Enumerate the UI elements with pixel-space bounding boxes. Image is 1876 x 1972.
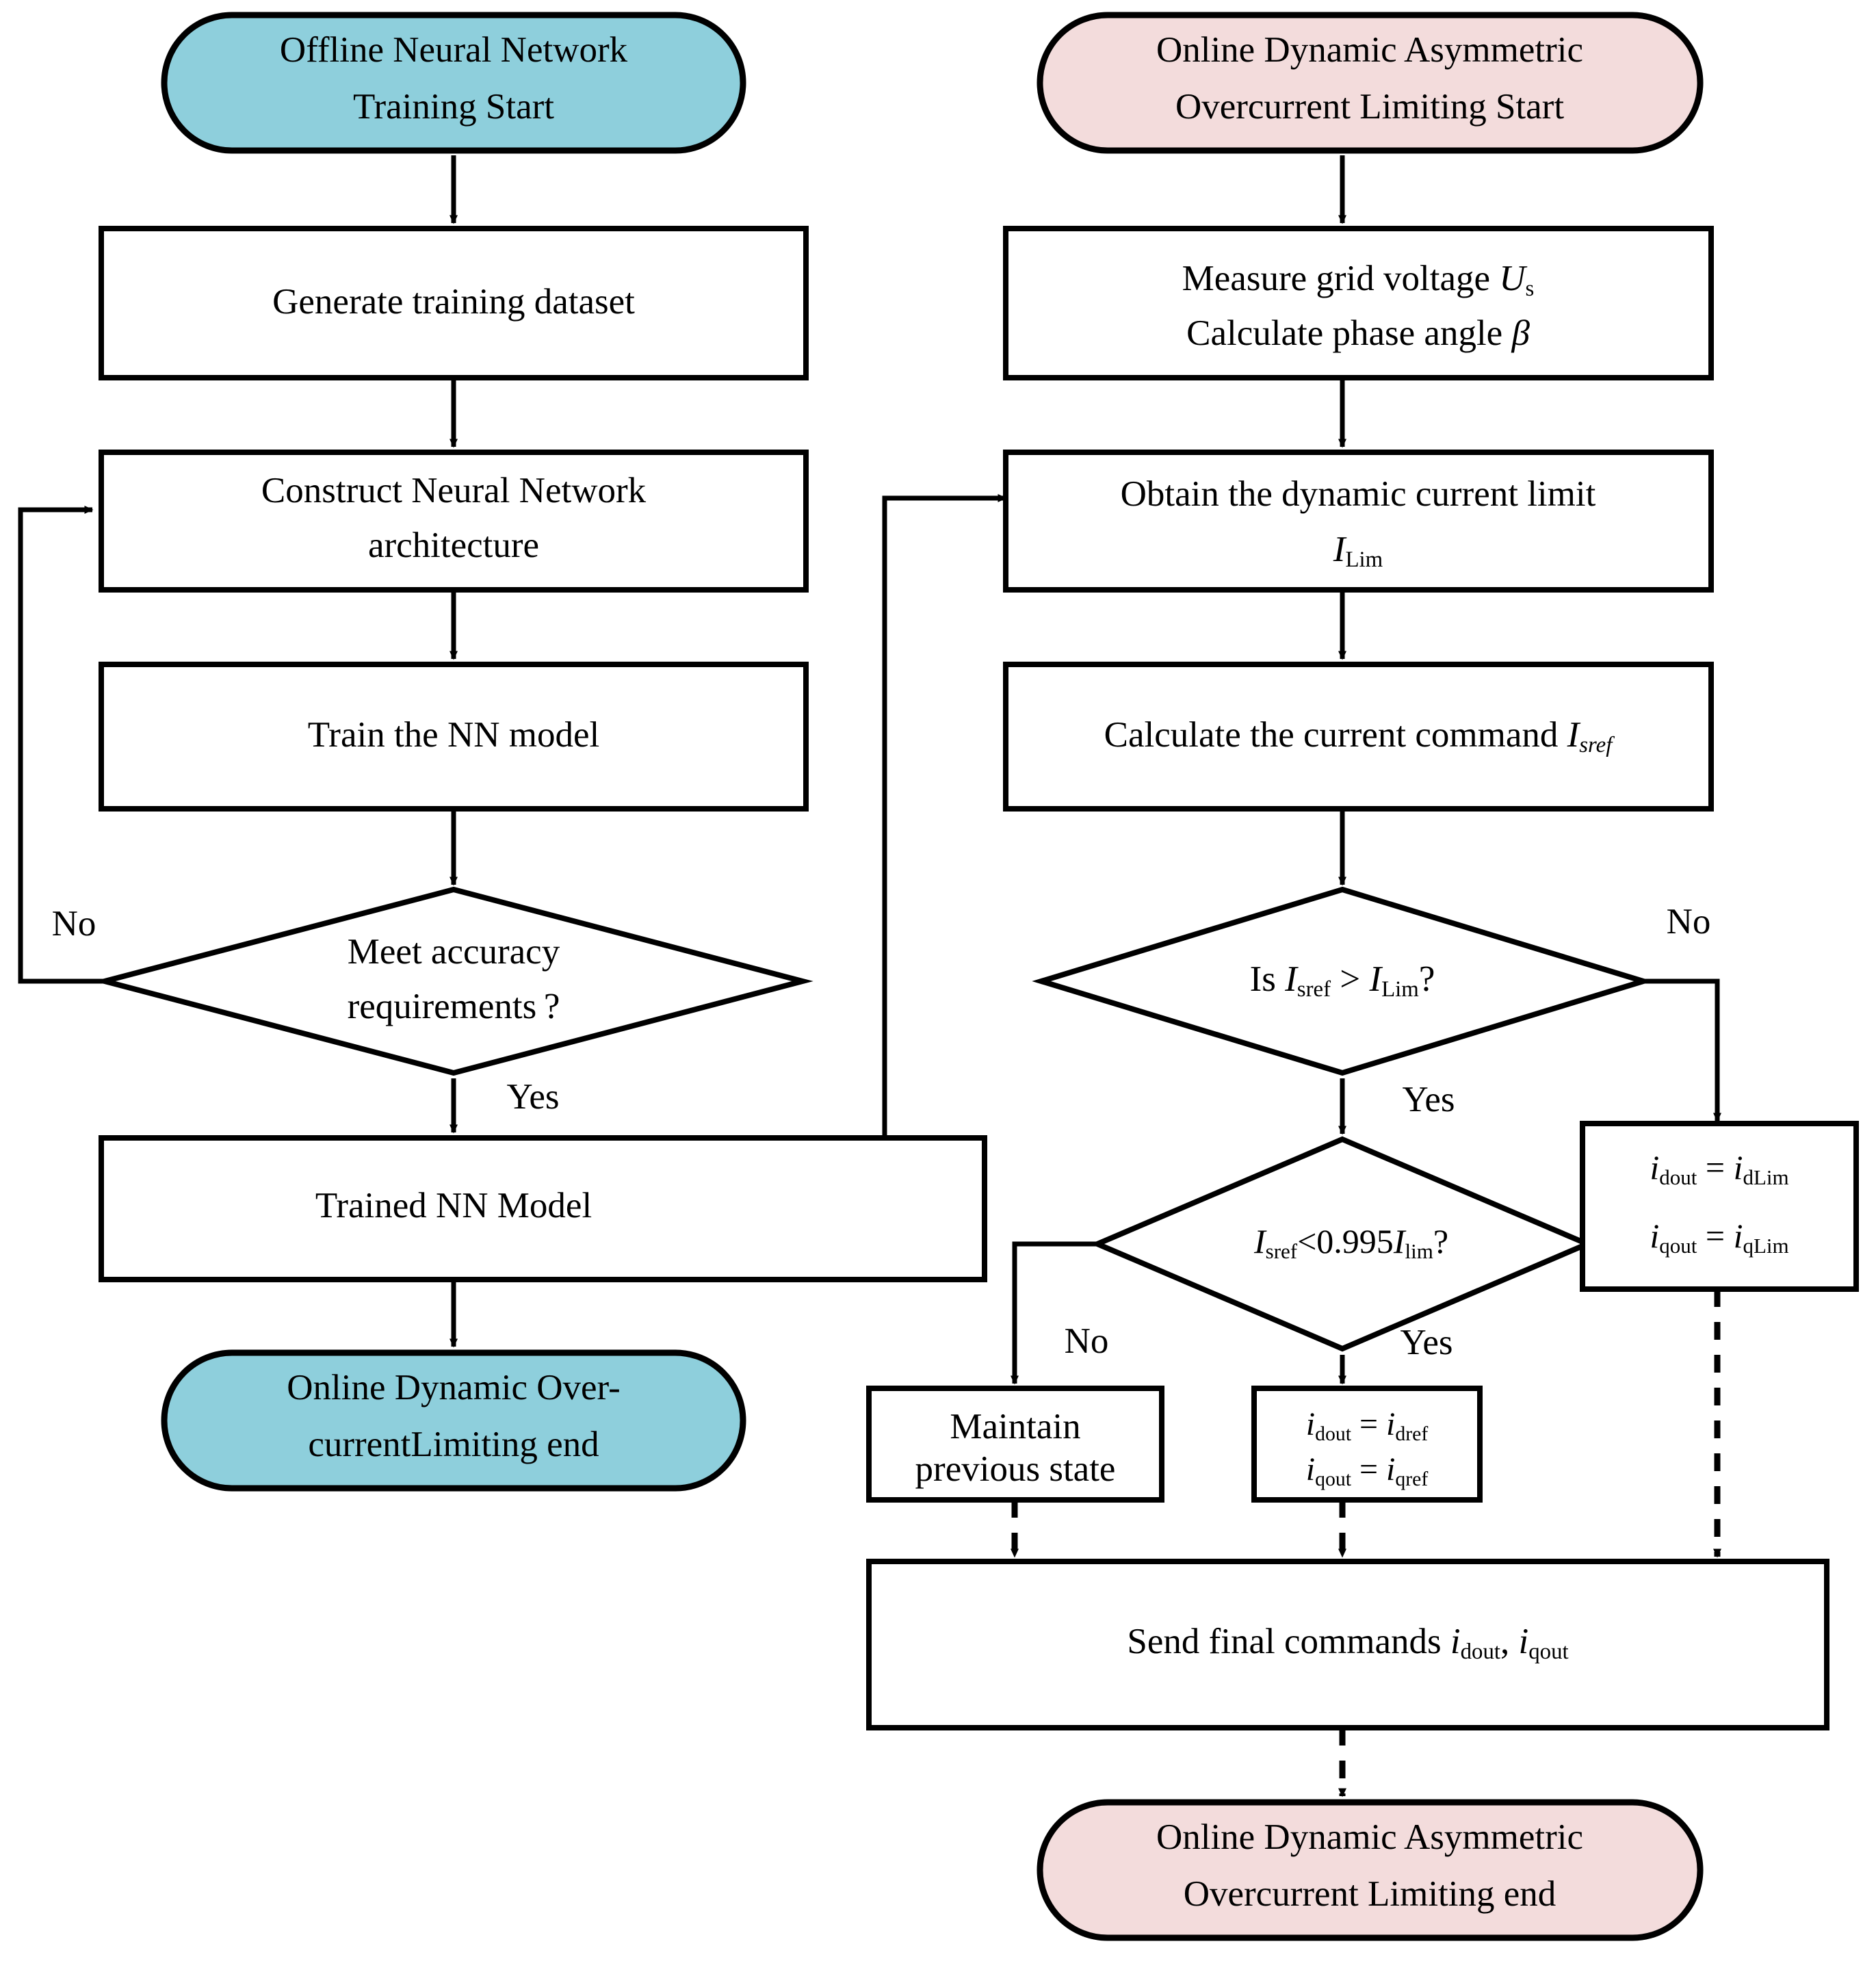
- node-send-final[interactable]: Send final commands idout, iqout: [866, 1559, 1829, 1730]
- node-generate-dataset[interactable]: Generate training dataset: [99, 226, 809, 380]
- ref-assign-line2: iqout = iqref: [1306, 1451, 1429, 1490]
- label-no-decision1: No: [1667, 902, 1711, 942]
- node-offline-training-start[interactable]: Offline Neural Network Training Start: [161, 12, 746, 154]
- limit-assign-line1: idout = idLim: [1650, 1148, 1788, 1189]
- node-offline-end[interactable]: Online Dynamic Over- currentLimiting end: [161, 1349, 746, 1492]
- construct-nn-line1: Construct Neural Network: [261, 471, 647, 510]
- label-yes-accuracy: Yes: [506, 1077, 559, 1117]
- obtain-limit-line2: ILim: [1333, 530, 1383, 571]
- maintain-line2: previous state: [915, 1449, 1116, 1489]
- online-end-line2: Overcurrent Limiting end: [1184, 1874, 1556, 1914]
- limit-assign-line2: iqout = iqLim: [1650, 1217, 1788, 1258]
- node-decision-accuracy[interactable]: Meet accuracy requirements ?: [94, 886, 813, 1076]
- measure-line2: Calculate phase angle β: [1186, 313, 1530, 353]
- send-final-label: Send final commands idout, iqout: [1127, 1622, 1568, 1663]
- online-start-line1: Online Dynamic Asymmetric: [1156, 30, 1583, 70]
- edge-decision-no-feedback: [18, 506, 105, 984]
- edge-trained-to-obtain: [882, 494, 1007, 1210]
- node-measure-voltage[interactable]: Measure grid voltage Us Calculate phase …: [1003, 226, 1714, 380]
- maintain-line1: Maintain: [950, 1407, 1080, 1446]
- node-ref-assign[interactable]: idout = idref iqout = iqref: [1251, 1386, 1483, 1503]
- online-start-line2: Overcurrent Limiting Start: [1175, 87, 1564, 127]
- node-trained-model[interactable]: Trained NN Model: [99, 1135, 987, 1282]
- measure-line1: Measure grid voltage Us: [1182, 259, 1535, 300]
- label-yes-decision1: Yes: [1402, 1080, 1455, 1119]
- online-end-line1: Online Dynamic Asymmetric: [1156, 1817, 1583, 1857]
- node-online-end[interactable]: Online Dynamic Asymmetric Overcurrent Li…: [1037, 1799, 1704, 1941]
- ref-assign-line1: idout = idref: [1306, 1406, 1429, 1445]
- offline-end-line1: Online Dynamic Over-: [287, 1368, 621, 1407]
- label-no-accuracy: No: [52, 904, 96, 944]
- decision1-label: Is Isref > ILim?: [1250, 959, 1435, 1001]
- node-construct-nn[interactable]: Construct Neural Network architecture: [99, 450, 809, 593]
- node-online-start[interactable]: Online Dynamic Asymmetric Overcurrent Li…: [1037, 12, 1704, 154]
- construct-nn-line2: architecture: [368, 526, 539, 565]
- offline-end-line2: currentLimiting end: [308, 1425, 599, 1464]
- label-yes-decision2: Yes: [1400, 1323, 1452, 1362]
- node-obtain-limit[interactable]: Obtain the dynamic current limit ILim: [1003, 450, 1714, 593]
- trained-model-label: Trained NN Model: [315, 1186, 592, 1225]
- node-calculate-command[interactable]: Calculate the current command Isref: [1003, 662, 1714, 812]
- node-decision-0995[interactable]: Isref<0.995Ilim?: [1090, 1136, 1595, 1352]
- offline-start-line1: Offline Neural Network: [280, 30, 628, 70]
- calculate-command-label: Calculate the current command Isref: [1104, 715, 1615, 757]
- edge-group-dashed: [1011, 1289, 1721, 1798]
- node-decision-is-greater[interactable]: Is Isref > ILim?: [1032, 886, 1653, 1076]
- edge-decision1-no-to-limitbox: [1643, 978, 1721, 1122]
- obtain-limit-line1: Obtain the dynamic current limit: [1121, 474, 1596, 514]
- node-train-nn[interactable]: Train the NN model: [99, 662, 809, 812]
- offline-start-line2: Training Start: [353, 87, 554, 127]
- node-limit-assign[interactable]: idout = idLim iqout = iqLim: [1580, 1121, 1859, 1292]
- node-maintain-previous[interactable]: Maintain previous state: [866, 1386, 1164, 1503]
- decision2-label: Isref<0.995Ilim?: [1253, 1222, 1448, 1263]
- decision-accuracy-line1: Meet accuracy: [348, 932, 560, 972]
- label-no-decision2: No: [1065, 1321, 1109, 1361]
- train-nn-label: Train the NN model: [308, 715, 599, 755]
- generate-dataset-label: Generate training dataset: [272, 282, 635, 322]
- decision-accuracy-line2: requirements ?: [348, 987, 560, 1026]
